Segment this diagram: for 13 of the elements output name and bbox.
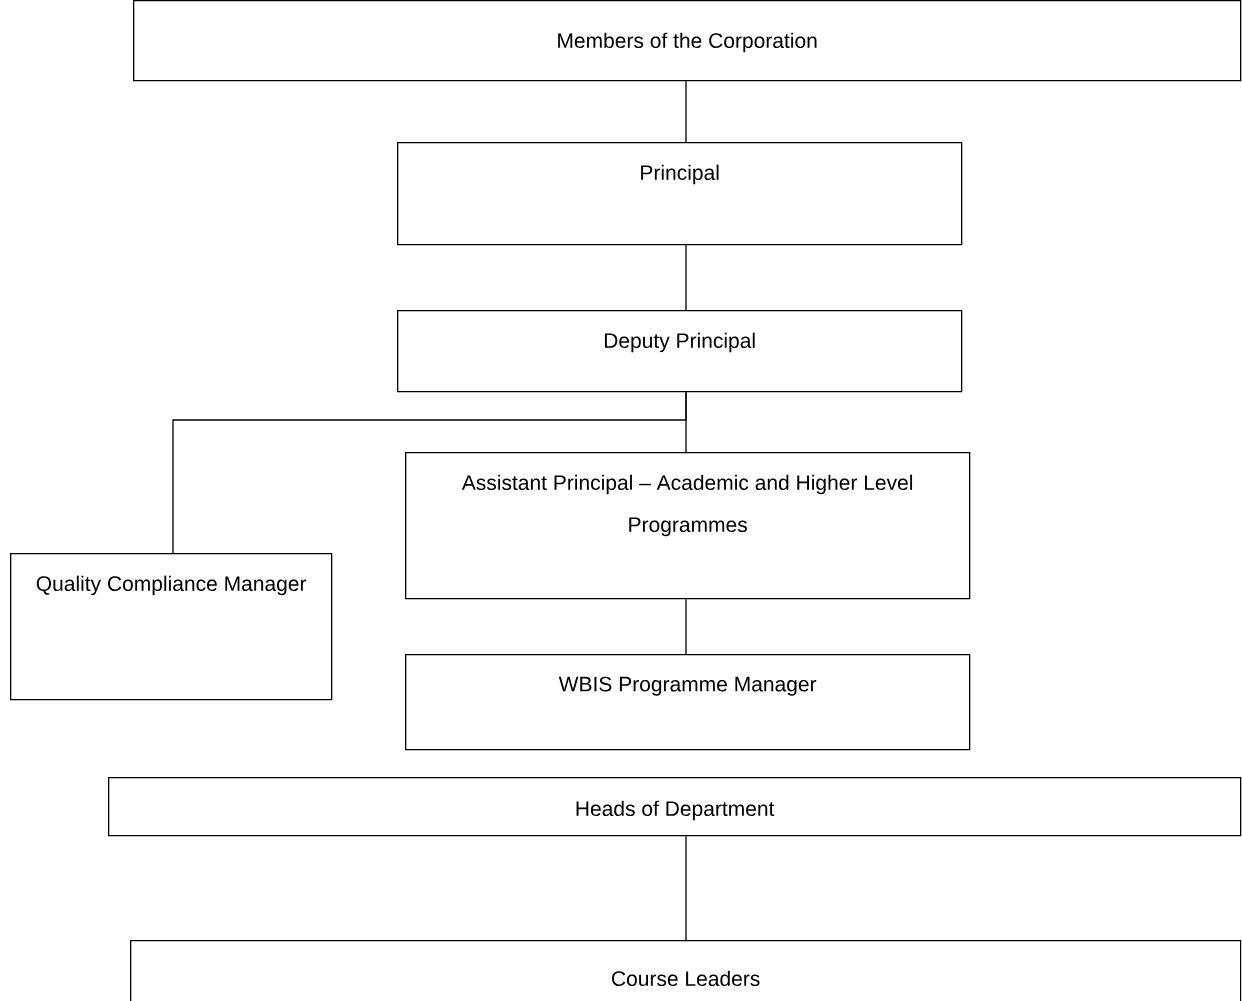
connector-line	[685, 835, 687, 941]
org-box: Quality Compliance Manager	[10, 553, 333, 701]
connector-line	[685, 244, 687, 311]
connector-line	[685, 598, 687, 655]
org-box: Assistant Principal – Academic and Higher Level Programmes	[405, 452, 971, 600]
connector-line	[685, 80, 687, 143]
org-box: Principal	[397, 142, 963, 246]
org-box: Heads of Department	[108, 777, 1242, 837]
org-box: Course Leaders	[130, 940, 1242, 1001]
connector-line	[172, 391, 687, 554]
org-box: Members of the Corporation	[133, 0, 1242, 82]
org-box: WBIS Programme Manager	[405, 654, 971, 751]
org-box: Deputy Principal	[397, 310, 963, 393]
